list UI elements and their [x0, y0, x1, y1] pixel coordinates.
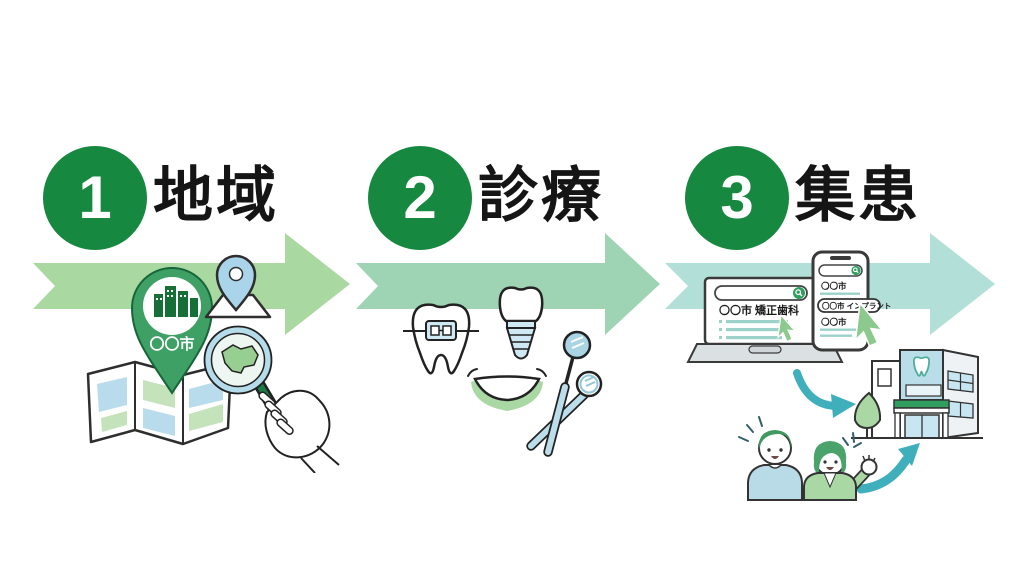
smartphone-search-icon: 〇〇市 〇〇市 インプラント 〇〇市	[811, 250, 891, 352]
step-2-number-badge: 2	[368, 146, 472, 250]
step-3-title: 集患	[795, 162, 921, 229]
phone-notch	[830, 256, 851, 260]
hand	[264, 389, 331, 459]
clinic-building-icon	[851, 348, 983, 440]
step-1-number: 1	[78, 164, 112, 231]
location-pin-icon	[204, 254, 272, 319]
pin-city-label: 〇〇市	[149, 335, 194, 353]
dental-mirrors-icon	[526, 330, 603, 457]
region-shape	[221, 344, 259, 374]
step-2-number: 2	[403, 164, 437, 231]
step-3-number-badge: 3	[685, 146, 789, 250]
cursor-icon	[777, 313, 797, 343]
region-illustration: 〇〇市	[86, 254, 340, 473]
phone-search-button	[851, 265, 861, 276]
curved-arrow-devices-to-building	[793, 369, 856, 418]
laptop-search-query: 〇〇市 矯正歯科	[719, 303, 799, 317]
search-icon	[852, 267, 858, 273]
tooth-sign	[912, 356, 931, 377]
curved-arrow-people-to-building	[856, 443, 920, 494]
tooth-braces-icon	[403, 303, 479, 375]
phone-result-1: 〇〇市	[821, 281, 847, 291]
step-1-header: 1 地域	[43, 146, 279, 250]
step-2-title: 診療	[478, 162, 604, 229]
dental-illustration	[403, 286, 603, 457]
phone-result-2: 〇〇市 インプラント	[822, 301, 891, 311]
man	[747, 430, 803, 501]
search-icon	[795, 289, 802, 296]
phone-result-3: 〇〇市	[821, 317, 847, 327]
step-1-number-badge: 1	[43, 146, 147, 250]
woman	[803, 441, 878, 501]
laptop-search-button	[793, 287, 805, 299]
step-1-title: 地域	[153, 162, 279, 229]
city-map-pin-icon: 〇〇市	[130, 267, 214, 395]
step-3-header: 3 集患	[685, 146, 921, 250]
waving-hand	[860, 458, 878, 476]
acquisition-illustration: 〇〇市 矯正歯科 〇〇市 〇〇市 インプラント 〇〇市	[686, 250, 983, 501]
city-buildings-glyph	[154, 286, 198, 317]
cursor-icon	[854, 301, 884, 347]
patients-icon	[738, 416, 878, 501]
phone-search-bar	[818, 264, 863, 277]
excitement-sparkles	[738, 416, 862, 448]
laptop-result-lines	[719, 320, 794, 340]
folded-map-icon	[86, 360, 233, 446]
smile-icon	[467, 368, 547, 411]
step2-arrow	[356, 233, 660, 335]
step-2-header: 2 診療	[368, 146, 604, 250]
dental-implant-icon	[498, 286, 544, 360]
laptop-search-icon: 〇〇市 矯正歯科	[686, 276, 844, 363]
laptop-search-bar	[714, 285, 808, 301]
magnifier-hand-icon	[203, 325, 340, 473]
step-3-number: 3	[720, 164, 754, 231]
awning	[893, 399, 950, 409]
